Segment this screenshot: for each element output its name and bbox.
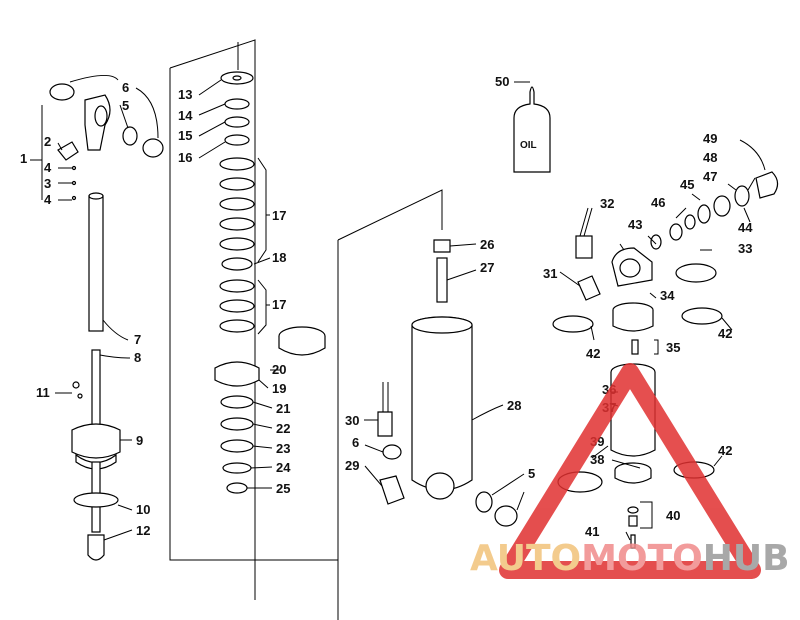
callout-43: 43: [628, 217, 642, 232]
o-ring-top: [49, 83, 75, 101]
callout-38: 38: [590, 452, 604, 467]
callout-15: 15: [178, 128, 192, 143]
shock-body: [411, 325, 473, 491]
callout-23: 23: [276, 441, 290, 456]
elbow-fitting: [379, 475, 405, 505]
callout-40: 40: [666, 508, 680, 523]
callout-42a: 42: [586, 346, 600, 361]
callout-22: 22: [276, 421, 290, 436]
callout-5b: 5: [528, 466, 535, 481]
callout-35: 35: [666, 340, 680, 355]
callout-labels: 6 5 2 1 4 3 4 7 8 11 9 10 12 13 14 15 16…: [20, 74, 753, 539]
piston-19: [214, 361, 260, 387]
callout-10: 10: [136, 502, 150, 517]
callout-26: 26: [480, 237, 494, 252]
callout-7: 7: [134, 332, 141, 347]
oil-label: OIL: [520, 140, 537, 151]
elbow-31: [577, 275, 601, 301]
o-ring-right: [142, 138, 164, 158]
floating-piston: [612, 310, 654, 332]
oil-bottle-body: [513, 86, 551, 173]
callout-47: 47: [703, 169, 717, 184]
callout-4: 4: [44, 160, 52, 175]
callout-12: 12: [136, 523, 150, 538]
shaft-assembly: [30, 83, 164, 561]
adjuster-knob: [755, 171, 779, 199]
callout-20: 20: [272, 362, 286, 377]
spring: [71, 180, 77, 186]
callout-31: 31: [543, 266, 557, 281]
callout-16: 16: [178, 150, 192, 165]
bleed-cap: [433, 239, 451, 253]
callout-11: 11: [36, 385, 50, 400]
oil-bottle: [513, 81, 551, 173]
nut-25: [226, 482, 248, 494]
shim-16: [224, 134, 250, 146]
ball-2: [71, 195, 77, 201]
callout-4b: 4: [44, 192, 52, 207]
callout-50: 50: [495, 74, 509, 89]
callout-8: 8: [134, 350, 141, 365]
piston: [71, 423, 121, 459]
lower-eyelet: [425, 472, 455, 500]
bumper: [87, 534, 105, 561]
callout-33: 33: [738, 241, 752, 256]
callout-28: 28: [507, 398, 521, 413]
callout-45: 45: [680, 177, 694, 192]
callout-29: 29: [345, 458, 359, 473]
callout-6: 6: [122, 80, 129, 95]
callout-30: 30: [345, 413, 359, 428]
callout-14: 14: [178, 108, 193, 123]
callout-1: 1: [20, 151, 27, 166]
hose-fitting: [377, 411, 393, 437]
watermark-triangle: [499, 363, 761, 579]
eyelet-hole: [94, 105, 108, 127]
callout-3: 3: [44, 176, 51, 191]
callout-6b: 6: [352, 435, 359, 450]
bleed-screw: [436, 257, 448, 303]
callout-19: 19: [272, 381, 286, 396]
reservoir-assembly: [552, 139, 779, 549]
callout-44: 44: [738, 220, 753, 235]
callout-34: 34: [660, 288, 675, 303]
callout-27: 27: [480, 260, 494, 275]
callout-42c: 42: [718, 443, 732, 458]
callout-2: 2: [44, 134, 51, 149]
shaft-tube: [88, 195, 104, 332]
watermark-auto: AUTOMOTOHUB: [470, 538, 790, 579]
callout-17b: 17: [272, 297, 286, 312]
callout-25: 25: [276, 481, 290, 496]
valve-stack-panel: [169, 39, 339, 620]
bushing: [122, 126, 138, 146]
callout-42b: 42: [718, 326, 732, 341]
callout-24: 24: [276, 460, 291, 475]
grease-fitting: [57, 141, 79, 161]
ball: [71, 165, 77, 171]
callout-48: 48: [703, 150, 717, 165]
callout-13: 13: [178, 87, 192, 102]
callout-32: 32: [600, 196, 614, 211]
callout-41: 41: [585, 524, 599, 539]
callout-21: 21: [276, 401, 290, 416]
callout-18: 18: [272, 250, 286, 265]
callout-9: 9: [136, 433, 143, 448]
body-panel: [337, 189, 525, 560]
shim-14: [224, 98, 250, 110]
shim-15: [224, 116, 250, 128]
callout-5: 5: [122, 98, 129, 113]
watermark: AUTOMOTOHUB: [470, 363, 790, 579]
o-ring-10: [73, 492, 119, 508]
callout-49: 49: [703, 131, 717, 146]
shim-18: [221, 257, 253, 271]
callout-46: 46: [651, 195, 665, 210]
callout-17: 17: [272, 208, 286, 223]
